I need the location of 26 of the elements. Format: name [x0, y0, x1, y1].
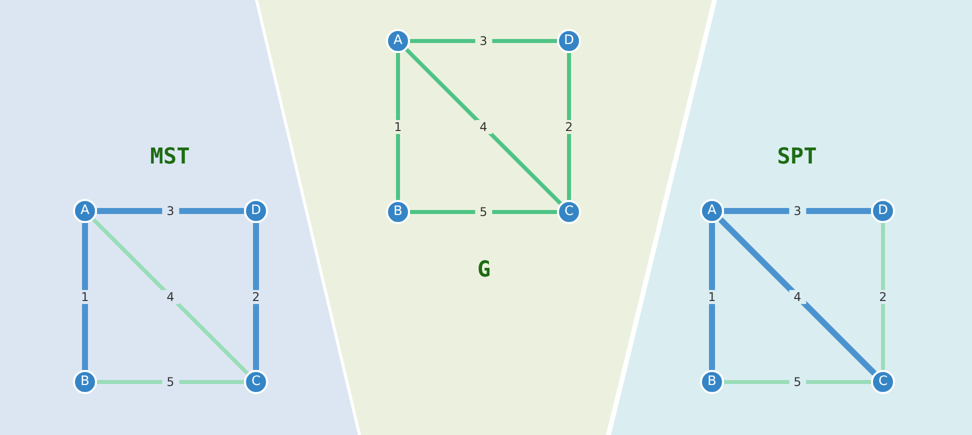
- edge-label: 3: [788, 204, 806, 218]
- panel-band: [608, 0, 972, 435]
- graph-edge: [253, 223, 259, 370]
- graph-edge: [97, 208, 244, 214]
- panel-title: MST: [150, 144, 190, 170]
- graph-edge: [396, 53, 400, 200]
- edge-label: 3: [162, 204, 180, 218]
- graph-edge: [881, 223, 885, 370]
- panel-band: [0, 0, 358, 435]
- graph-edge: [410, 39, 557, 43]
- panel-title: G: [477, 258, 491, 282]
- graph-edge: [724, 208, 871, 214]
- graph-edge: [82, 223, 88, 370]
- edge-label: 3: [474, 34, 492, 48]
- panel-title: SPT: [777, 144, 817, 170]
- edge-label: 5: [474, 205, 492, 219]
- graph-edge: [410, 210, 557, 214]
- graph-edge: [92, 218, 249, 375]
- graph-edge: [567, 53, 571, 200]
- graph-edge: [724, 380, 871, 384]
- edge-label: 5: [162, 375, 180, 389]
- graph-edge: [709, 223, 715, 370]
- graph-edge: [97, 380, 244, 384]
- edge-label: 5: [788, 375, 806, 389]
- graph-edge: [405, 48, 562, 205]
- graph-edge: [718, 217, 877, 376]
